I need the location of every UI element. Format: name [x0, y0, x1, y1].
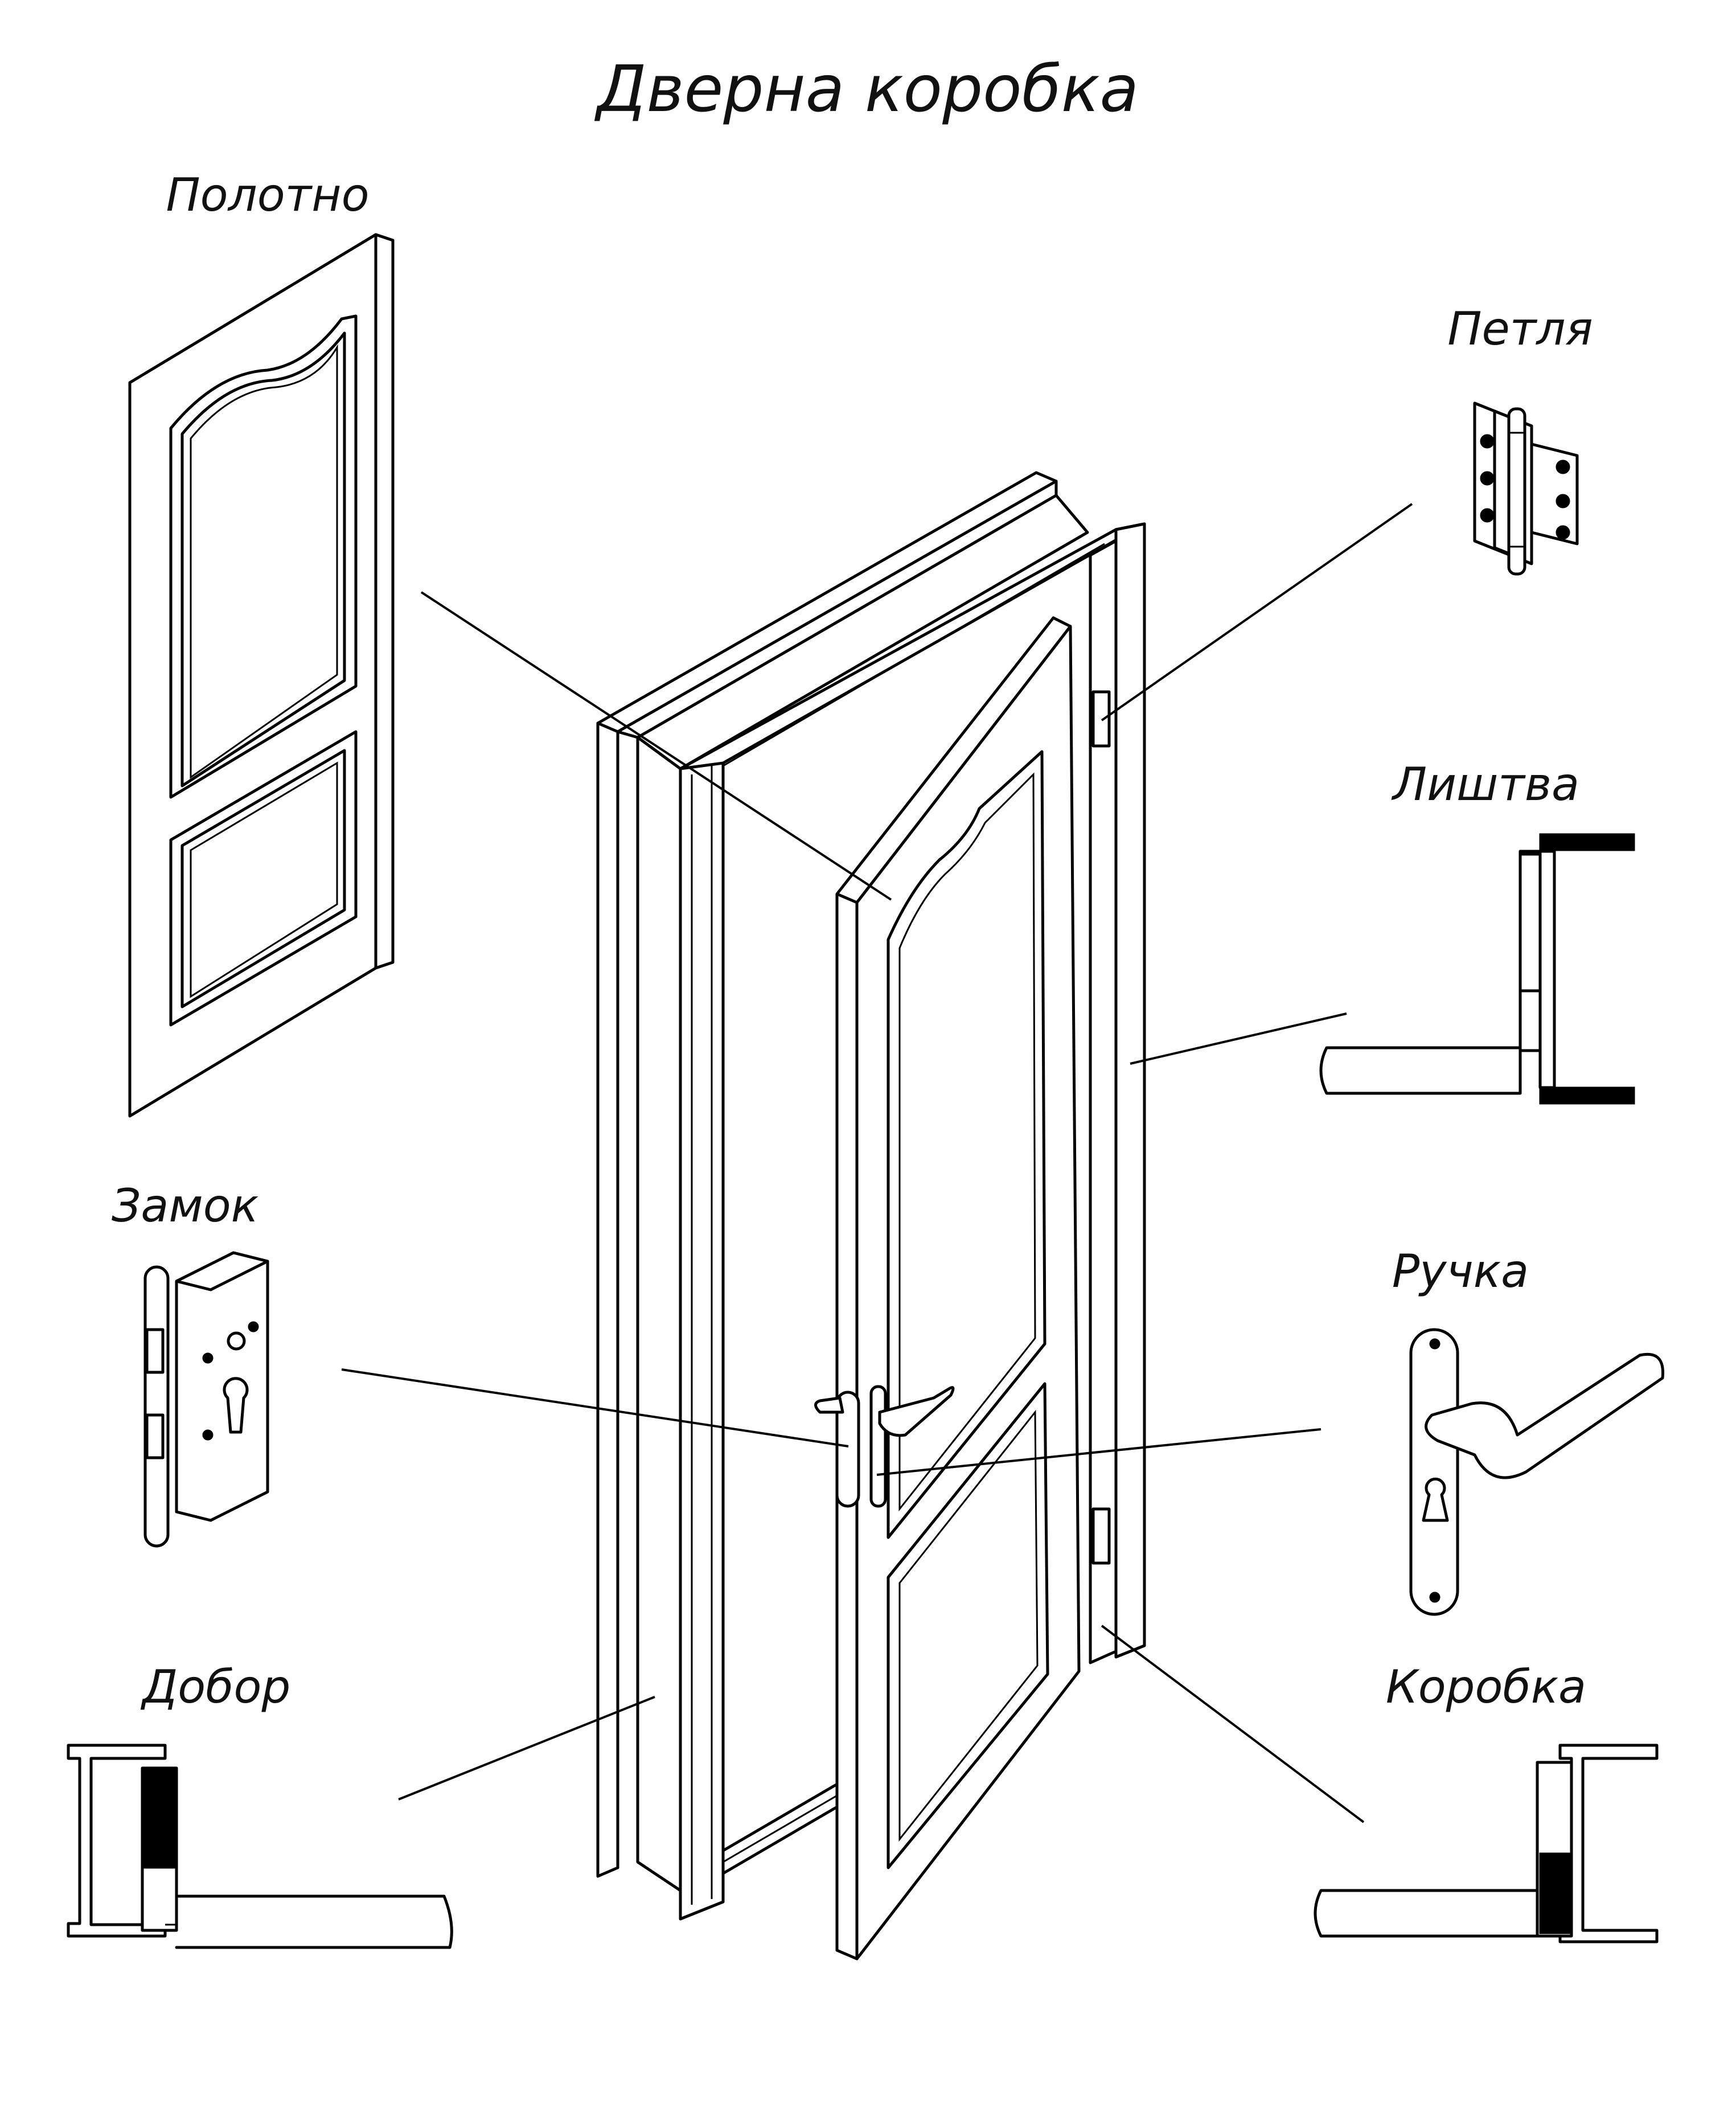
casing-drawing — [1319, 833, 1635, 1105]
handle-drawing — [1409, 1328, 1664, 1616]
assembled-door-drawing — [596, 471, 1146, 1961]
label-casing: Лиштва — [1391, 758, 1579, 811]
hinge-drawing — [1473, 401, 1579, 576]
label-door-leaf: Полотно — [166, 169, 369, 222]
lock-drawing — [143, 1251, 269, 1548]
label-handle: Ручка — [1392, 1245, 1529, 1298]
label-hinge: Петля — [1447, 302, 1593, 355]
door-leaf-drawing — [128, 233, 395, 1118]
diagram-title: Дверна коробка — [594, 52, 1139, 126]
extension-drawing — [67, 1744, 453, 1949]
label-lock: Замок — [112, 1179, 258, 1232]
leader-lines — [341, 503, 1413, 1823]
frame-drawing — [1314, 1744, 1659, 1943]
label-extension: Добор — [141, 1660, 291, 1713]
label-frame: Коробка — [1386, 1660, 1586, 1713]
